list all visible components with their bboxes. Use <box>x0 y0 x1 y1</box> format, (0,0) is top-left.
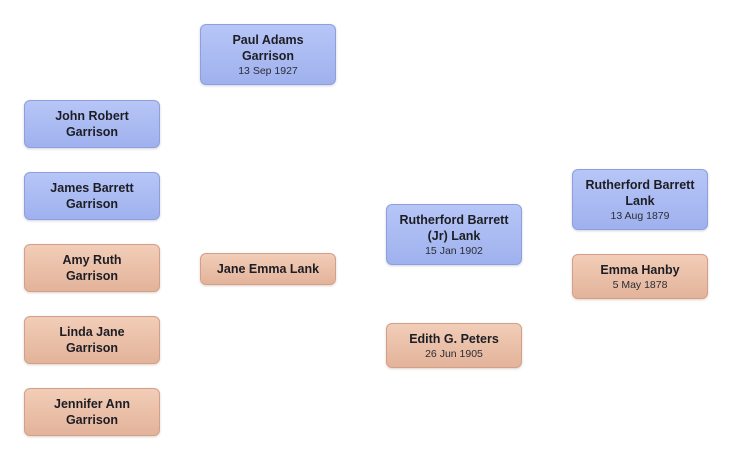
person-name: Edith G. Peters <box>409 331 499 346</box>
person-name: Rutherford Barrett (Jr) Lank <box>399 212 509 243</box>
person-name: Amy Ruth Garrison <box>62 253 122 283</box>
person-name: Emma Hanby <box>600 262 680 277</box>
person-birth-date: 5 May 1878 <box>612 278 668 291</box>
person-card-rutherford-barrett-jr-lank[interactable]: Rutherford Barrett (Jr) Lank 15 Jan 1902 <box>386 204 522 265</box>
person-name: Paul Adams Garrison <box>232 32 304 63</box>
person-card-jane-emma-lank[interactable]: Jane Emma Lank <box>200 253 336 285</box>
person-card-paul-adams-garrison[interactable]: Paul Adams Garrison 13 Sep 1927 <box>200 24 336 85</box>
person-card-jennifer-ann-garrison[interactable]: Jennifer Ann Garrison <box>24 388 160 436</box>
person-birth-date: 15 Jan 1902 <box>425 244 483 257</box>
person-birth-date: 26 Jun 1905 <box>425 347 483 360</box>
person-card-james-barrett-garrison[interactable]: James Barrett Garrison <box>24 172 160 220</box>
person-birth-date: 13 Sep 1927 <box>238 64 298 77</box>
person-card-john-robert-garrison[interactable]: John Robert Garrison <box>24 100 160 148</box>
person-birth-date: 13 Aug 1879 <box>610 209 670 222</box>
person-card-rutherford-barrett-lank[interactable]: Rutherford Barrett Lank 13 Aug 1879 <box>572 169 708 230</box>
person-name: Jennifer Ann Garrison <box>54 397 130 427</box>
person-card-amy-ruth-garrison[interactable]: Amy Ruth Garrison <box>24 244 160 292</box>
person-name: Jane Emma Lank <box>216 262 320 276</box>
person-card-linda-jane-garrison[interactable]: Linda Jane Garrison <box>24 316 160 364</box>
person-card-edith-g-peters[interactable]: Edith G. Peters 26 Jun 1905 <box>386 323 522 368</box>
person-name: James Barrett Garrison <box>50 181 134 211</box>
person-name: Linda Jane Garrison <box>59 325 125 355</box>
person-card-emma-hanby[interactable]: Emma Hanby 5 May 1878 <box>572 254 708 299</box>
person-name: John Robert Garrison <box>55 109 129 139</box>
person-name: Rutherford Barrett Lank <box>585 177 695 208</box>
